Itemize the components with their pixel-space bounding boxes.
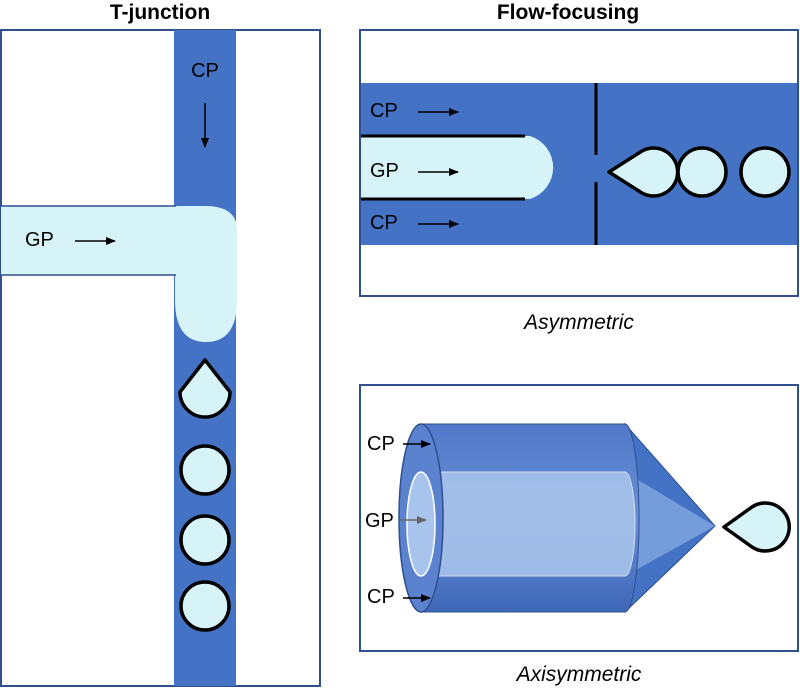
bubble bbox=[676, 146, 728, 198]
axisymmetric-caption: Axisymmetric bbox=[515, 663, 642, 686]
axisymmetric-panel: CP GP CP bbox=[359, 384, 799, 652]
bubble bbox=[739, 146, 791, 198]
inner-cone bbox=[625, 472, 715, 576]
gp-label: GP bbox=[25, 229, 54, 251]
bubble bbox=[179, 580, 231, 632]
cp-label-top: CP bbox=[370, 100, 398, 122]
gp-label-core: GP bbox=[365, 510, 394, 532]
t-junction-panel: CP GP bbox=[0, 29, 321, 687]
gas-phase-core bbox=[361, 136, 554, 199]
cp-label-bottom: CP bbox=[367, 586, 395, 608]
cp-label: CP bbox=[191, 60, 219, 82]
forming-bubble bbox=[178, 358, 232, 419]
t-junction-frame bbox=[0, 29, 321, 687]
bubble bbox=[179, 514, 231, 566]
asymmetric-panel: CP GP CP bbox=[359, 29, 799, 297]
inner-capillary-end bbox=[406, 471, 436, 577]
forming-bubble bbox=[722, 501, 792, 553]
t-junction-title: T-junction bbox=[110, 1, 210, 24]
cp-label-bottom: CP bbox=[370, 212, 398, 234]
gas-phase-stream bbox=[1, 206, 237, 342]
asymmetric-caption: Asymmetric bbox=[522, 311, 634, 334]
flow-focusing-title: Flow-focusing bbox=[497, 1, 639, 24]
inner-capillary bbox=[420, 471, 636, 577]
bubble bbox=[179, 444, 231, 496]
gp-label-core: GP bbox=[370, 160, 399, 182]
cp-label-top: CP bbox=[367, 433, 395, 455]
